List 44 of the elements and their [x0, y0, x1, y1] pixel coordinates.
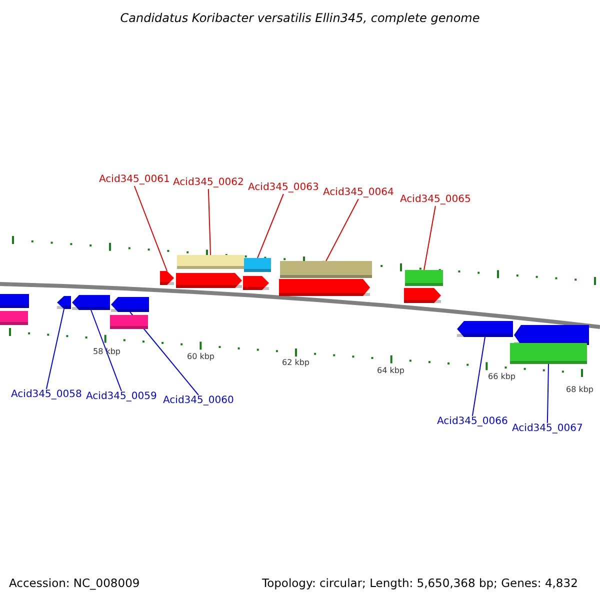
accession-text: Accession: NC_008009: [9, 576, 140, 590]
gene-label: Acid345_0064: [323, 187, 394, 199]
leader-line: [90, 310, 122, 392]
gene-bar: [280, 261, 372, 278]
gene-label: Acid345_0060: [163, 395, 234, 407]
leader-line: [424, 206, 436, 270]
gene-label: Acid345_0058: [11, 389, 82, 401]
leader-line: [257, 194, 284, 258]
gene-bar: [177, 255, 244, 269]
gene-feature: [57, 296, 71, 309]
scale-label: 60 kbp: [187, 352, 215, 361]
gene-feature: [279, 279, 370, 296]
gene-feature: [243, 276, 269, 290]
leader-line: [546, 364, 549, 424]
gene-feature: [457, 321, 513, 337]
gene-bar: [0, 294, 29, 308]
scale-label: 64 kbp: [377, 366, 405, 375]
title: Candidatus Koribacter versatilis Ellin345, complete genome: [119, 11, 481, 25]
scale-label: 68 kbp: [566, 385, 594, 394]
gene-label: Acid345_0061: [99, 174, 170, 186]
leader-line: [134, 186, 168, 272]
gene-label: Acid345_0067: [512, 423, 583, 435]
leader-line: [46, 308, 64, 390]
gene-label: Acid345_0062: [173, 177, 244, 189]
gene-label: Acid345_0066: [437, 416, 508, 428]
gene-feature: [514, 325, 589, 345]
scale-label: 62 kbp: [282, 358, 310, 367]
gene-label: Acid345_0065: [400, 194, 471, 206]
gene-bar: [244, 258, 271, 272]
leader-line: [326, 198, 359, 262]
gene-label: Acid345_0063: [248, 182, 319, 194]
gene-feature: [111, 297, 149, 312]
scale-label: 58 kbp: [93, 347, 121, 356]
leader-line: [208, 188, 211, 256]
gene-bar: [405, 270, 443, 286]
genome-summary-text: Topology: circular; Length: 5,650,368 bp; Genes: 4,832: [262, 576, 578, 590]
leader-line: [472, 336, 486, 416]
gene-feature: [160, 271, 174, 285]
gene-bar: [110, 315, 148, 329]
gene-feature: [404, 288, 441, 303]
scale-label: 66 kbp: [488, 372, 516, 381]
gene-bar: [0, 311, 28, 325]
gene-label: Acid345_0059: [86, 391, 157, 403]
gene-bar: [510, 343, 587, 364]
